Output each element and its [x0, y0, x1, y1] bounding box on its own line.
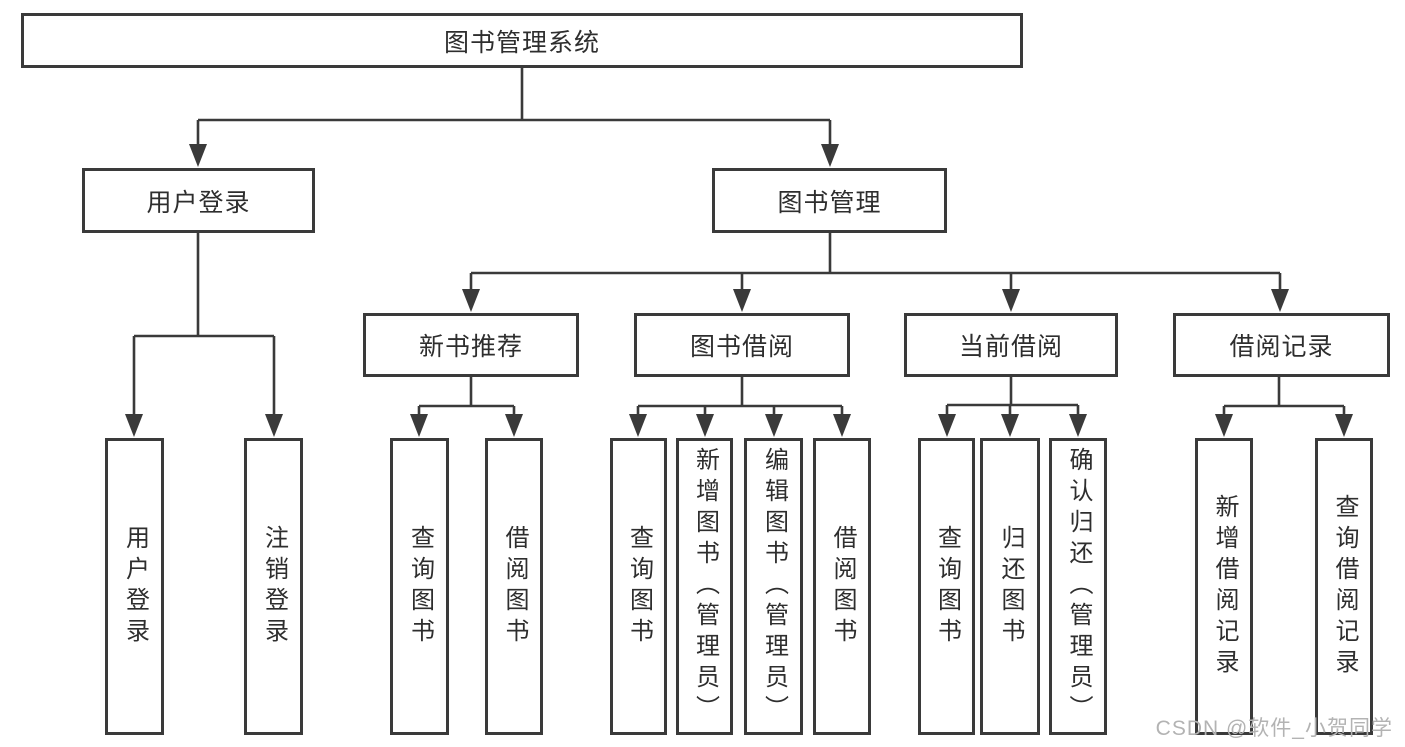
node-book-management: 图书管理 [712, 168, 947, 233]
node-user-login: 用户登录 [82, 168, 315, 233]
leaf-label: 新增图书（管理员） [691, 447, 719, 726]
leaf-user-login: 用户登录 [105, 438, 164, 735]
arrow-down-icon [1215, 414, 1233, 437]
arrow-down-icon [833, 414, 851, 437]
arrow-down-icon [629, 414, 647, 437]
leaf-label: 查询图书 [933, 524, 961, 649]
connector-book-borrow [629, 377, 851, 437]
arrow-down-icon [462, 289, 480, 312]
leaf-return-books: 归还图书 [980, 438, 1040, 735]
connector-current-borrow [938, 377, 1087, 437]
leaf-add-borrow-record: 新增借阅记录 [1195, 438, 1253, 735]
leaf-edit-books-admin: 编辑图书（管理员） [744, 438, 803, 735]
arrow-down-icon [696, 414, 714, 437]
leaf-query-books-recommend: 查询图书 [390, 438, 449, 735]
csdn-watermark: CSDN @软件_小贺同学 [1155, 717, 1393, 740]
arrow-down-icon [125, 414, 143, 437]
leaf-query-borrow-record: 查询借阅记录 [1315, 438, 1373, 735]
arrow-down-icon [1335, 414, 1353, 437]
connector-new-book-recommend [410, 377, 523, 437]
arrow-down-icon [265, 414, 283, 437]
node-borrow-records: 借阅记录 [1173, 313, 1390, 377]
arrow-down-icon [733, 289, 751, 312]
arrow-down-icon [1002, 289, 1020, 312]
leaf-label: 确认归还（管理员） [1065, 447, 1092, 726]
node-new-book-recommend: 新书推荐 [363, 313, 579, 377]
leaf-borrow-books: 借阅图书 [813, 438, 871, 735]
arrow-down-icon [821, 144, 839, 167]
leaf-logout-login: 注销登录 [244, 438, 303, 735]
leaf-label: 借阅图书 [829, 524, 856, 649]
arrow-down-icon [938, 414, 956, 437]
arrow-down-icon [505, 414, 523, 437]
arrow-down-icon [1001, 414, 1019, 437]
leaf-label: 注销登录 [260, 524, 288, 649]
connector-borrow-records [1215, 377, 1353, 437]
node-current-borrow: 当前借阅 [904, 313, 1118, 377]
arrow-down-icon [765, 414, 783, 437]
arrow-down-icon [1271, 289, 1289, 312]
arrow-down-icon [1069, 414, 1087, 437]
leaf-label: 编辑图书（管理员） [760, 447, 788, 726]
leaf-confirm-return-admin: 确认归还（管理员） [1049, 438, 1107, 735]
leaf-add-books-admin: 新增图书（管理员） [676, 438, 733, 735]
arrow-down-icon [410, 414, 428, 437]
leaf-label: 查询图书 [625, 524, 653, 649]
leaf-query-books-current: 查询图书 [918, 438, 975, 735]
leaf-label: 查询图书 [406, 524, 434, 649]
arrow-down-icon [189, 144, 207, 167]
connector-user-login [125, 233, 283, 437]
leaf-label: 查询借阅记录 [1331, 493, 1358, 680]
leaf-borrow-books-recommend: 借阅图书 [485, 438, 543, 735]
leaf-label: 归还图书 [997, 524, 1024, 649]
node-book-borrow: 图书借阅 [634, 313, 850, 377]
connector-root [189, 68, 839, 167]
leaf-query-books-borrow: 查询图书 [610, 438, 667, 735]
connector-book-management [462, 233, 1289, 312]
leaf-label: 借阅图书 [501, 524, 528, 649]
leaf-label: 新增借阅记录 [1211, 493, 1238, 680]
node-root-library-system: 图书管理系统 [21, 13, 1023, 68]
leaf-label: 用户登录 [121, 524, 149, 649]
